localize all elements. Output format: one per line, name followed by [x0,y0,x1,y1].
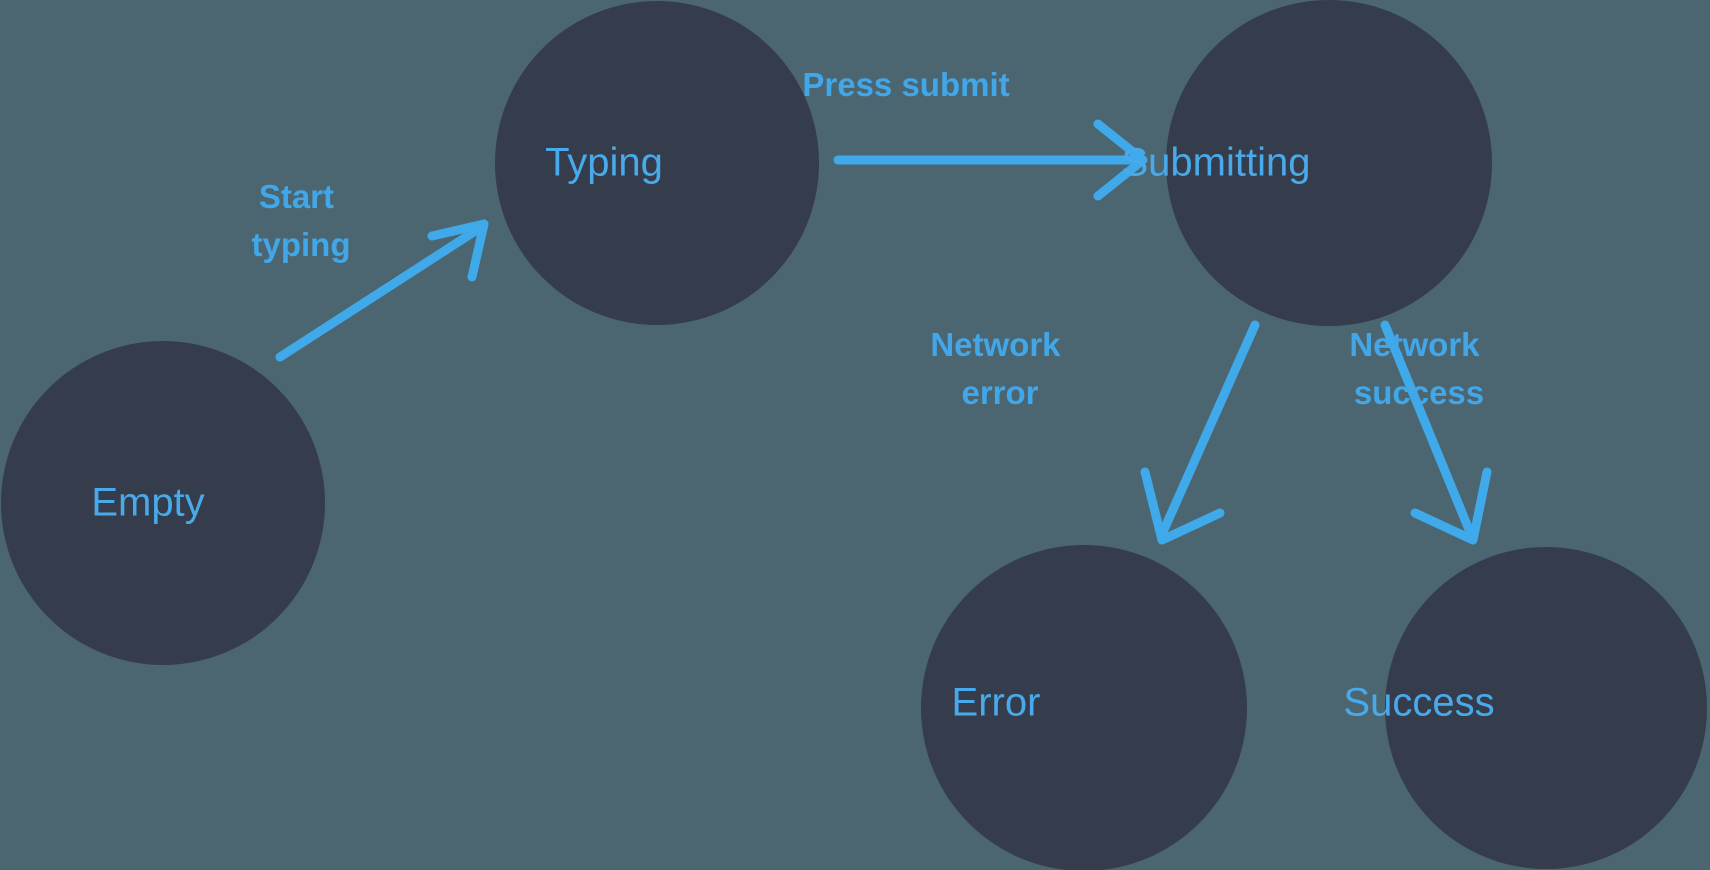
state-circle-empty [1,341,325,665]
state-label-typing: Typing [545,141,663,185]
edge-line-network-success [1380,320,1475,537]
state-label-error: Error [952,681,1041,725]
state-node-typing[interactable]: Typing [495,1,819,325]
edge-label-line: Network [930,326,1061,363]
arrowhead-network-error [1140,467,1225,545]
state-circle-error [921,545,1247,870]
edge-line-network-error [1158,320,1260,537]
state-label-submitting: Submitting [1122,141,1311,185]
edge-label-line: Start [259,178,334,215]
arrowhead-network-success [1410,467,1492,545]
edge-label-line: success [1354,374,1484,411]
edge-label-press-submit: Press submit [802,66,1009,103]
transition-network-error[interactable]: Network error [930,320,1260,545]
state-node-submitting[interactable]: Submitting [1122,0,1492,326]
edge-line-start-typing [275,223,485,362]
edge-label-start-typing: Start typing [252,178,351,263]
edge-label-line: Press submit [802,66,1009,103]
state-node-empty[interactable]: Empty [1,341,325,665]
state-node-error[interactable]: Error [921,545,1247,870]
state-node-success[interactable]: Success [1343,547,1707,869]
transition-press-submit[interactable]: Press submit [802,66,1148,201]
edge-label-network-error: Network error [930,326,1069,411]
arrowhead-start-typing [427,219,489,282]
edge-label-network-success: Network success [1349,326,1488,411]
state-circle-submitting [1166,0,1492,326]
edge-label-line: Network [1349,326,1480,363]
state-label-success: Success [1343,681,1494,725]
edge-label-line: error [961,374,1038,411]
transition-network-success[interactable]: Network success [1349,320,1492,545]
arrowhead-press-submit [1093,119,1148,201]
edge-label-line: typing [252,226,351,263]
state-label-empty: Empty [91,481,204,525]
state-circle-typing [495,1,819,325]
transition-start-typing[interactable]: Start typing [252,178,489,362]
state-circle-success [1385,547,1707,869]
